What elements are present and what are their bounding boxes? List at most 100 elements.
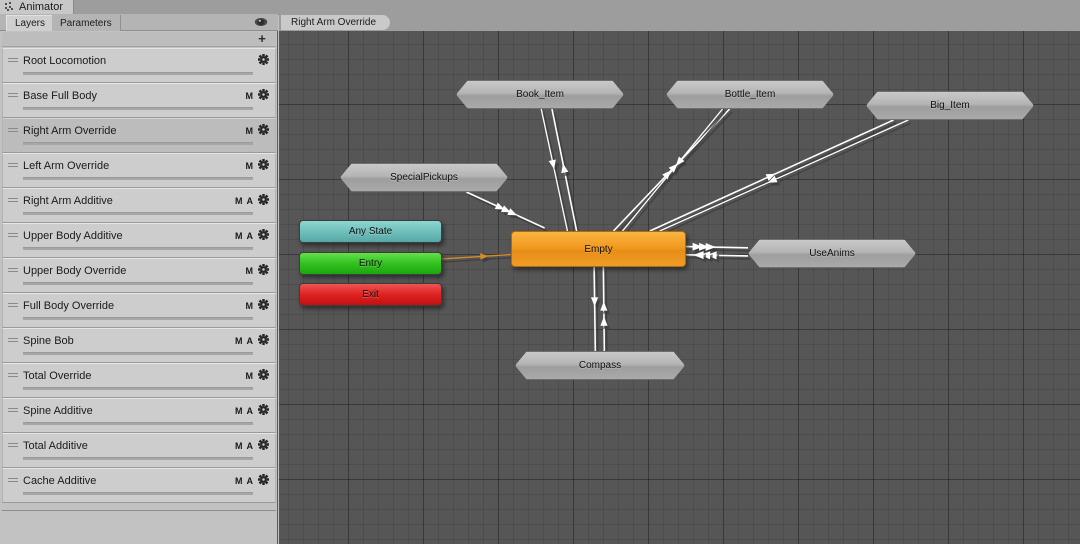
drag-handle-icon[interactable] bbox=[8, 268, 18, 275]
additive-badge[interactable]: A bbox=[246, 406, 254, 416]
additive-badge[interactable]: A bbox=[246, 441, 254, 451]
mask-badge[interactable]: M bbox=[235, 336, 243, 346]
state-node-useanims[interactable]: UseAnims bbox=[748, 239, 916, 268]
gear-icon[interactable] bbox=[258, 404, 269, 415]
transition-empty-to-book[interactable] bbox=[551, 108, 580, 235]
drag-handle-icon[interactable] bbox=[8, 163, 18, 170]
breadcrumb[interactable]: Right Arm Override bbox=[281, 15, 391, 30]
transition-entry-to-empty[interactable] bbox=[441, 253, 514, 263]
state-node-anystate[interactable]: Any State bbox=[299, 220, 442, 243]
tab-animator[interactable]: Animator bbox=[0, 0, 75, 14]
layer-weight-slider[interactable] bbox=[23, 317, 253, 320]
drag-handle-icon[interactable] bbox=[8, 373, 18, 380]
transition-book-to-empty[interactable] bbox=[540, 108, 571, 235]
gear-icon[interactable] bbox=[258, 474, 269, 485]
drag-handle-icon[interactable] bbox=[8, 128, 18, 135]
layer-weight-slider[interactable] bbox=[23, 422, 253, 425]
state-node-special[interactable]: SpecialPickups bbox=[340, 163, 508, 192]
tab-parameters[interactable]: Parameters bbox=[52, 15, 121, 31]
mask-badge[interactable]: M bbox=[245, 266, 254, 276]
layer-weight-slider[interactable] bbox=[23, 352, 253, 355]
transition-bottle-to-empty[interactable] bbox=[622, 108, 726, 235]
drag-handle-icon[interactable] bbox=[8, 58, 18, 65]
layer-weight-slider[interactable] bbox=[23, 72, 253, 75]
gear-icon[interactable] bbox=[258, 439, 269, 450]
state-node-empty[interactable]: Empty bbox=[511, 231, 686, 267]
drag-handle-icon[interactable] bbox=[8, 198, 18, 205]
layer-weight-slider[interactable] bbox=[23, 282, 253, 285]
gear-icon[interactable] bbox=[258, 229, 269, 240]
transition-big-to-empty[interactable] bbox=[659, 119, 912, 235]
mask-badge[interactable]: M bbox=[235, 476, 243, 486]
drag-handle-icon[interactable] bbox=[8, 338, 18, 345]
gear-icon[interactable] bbox=[258, 299, 269, 310]
layer-weight-slider[interactable] bbox=[23, 212, 253, 215]
mask-badge[interactable]: M bbox=[235, 406, 243, 416]
gear-icon[interactable] bbox=[258, 264, 269, 275]
drag-handle-icon[interactable] bbox=[8, 93, 18, 100]
drag-handle-icon[interactable] bbox=[8, 408, 18, 415]
gear-icon[interactable] bbox=[258, 194, 269, 205]
mask-badge[interactable]: M bbox=[235, 441, 243, 451]
add-layer-button[interactable]: + bbox=[258, 31, 266, 46]
gear-icon[interactable] bbox=[258, 54, 269, 65]
layer-weight-slider[interactable] bbox=[23, 177, 253, 180]
state-node-compass[interactable]: Compass bbox=[515, 351, 685, 380]
state-node-book[interactable]: Book_Item bbox=[456, 80, 624, 109]
transition-empty-to-big[interactable] bbox=[649, 119, 897, 235]
gear-icon[interactable] bbox=[258, 334, 269, 345]
transition-empty-to-bottle[interactable] bbox=[612, 108, 733, 235]
drag-handle-icon[interactable] bbox=[8, 443, 18, 450]
mask-badge[interactable]: M bbox=[245, 161, 254, 171]
gear-icon[interactable] bbox=[258, 369, 269, 380]
state-node-exit[interactable]: Exit bbox=[299, 283, 442, 306]
drag-handle-icon[interactable] bbox=[8, 478, 18, 485]
transition-useanims-to-empty[interactable] bbox=[685, 251, 751, 263]
layer-weight-slider[interactable] bbox=[23, 142, 253, 145]
mask-badge[interactable]: M bbox=[245, 91, 254, 101]
additive-badge[interactable]: A bbox=[246, 196, 254, 206]
additive-badge[interactable]: A bbox=[246, 231, 254, 241]
mask-badge[interactable]: M bbox=[245, 301, 254, 311]
layer-weight-slider[interactable] bbox=[23, 107, 253, 110]
state-node-bottle[interactable]: Bottle_Item bbox=[666, 80, 834, 109]
gear-icon[interactable] bbox=[258, 159, 269, 170]
tab-layers[interactable]: Layers bbox=[6, 15, 55, 31]
additive-badge[interactable]: A bbox=[246, 476, 254, 486]
eye-icon[interactable] bbox=[254, 17, 268, 27]
mask-badge[interactable]: M bbox=[235, 196, 243, 206]
layer-weight-slider[interactable] bbox=[23, 387, 253, 390]
transition-empty-to-useanims[interactable] bbox=[685, 242, 751, 254]
layer-weight-slider[interactable] bbox=[23, 247, 253, 250]
layer-weight-slider[interactable] bbox=[23, 492, 253, 495]
mask-badge[interactable]: M bbox=[235, 231, 243, 241]
gear-icon[interactable] bbox=[258, 124, 269, 135]
gear-icon[interactable] bbox=[258, 89, 269, 100]
additive-badge[interactable]: A bbox=[246, 336, 254, 346]
layer-row[interactable]: Root Locomotion bbox=[2, 48, 276, 83]
state-node-entry[interactable]: Entry bbox=[299, 252, 442, 275]
transition-special-to-empty[interactable] bbox=[466, 191, 548, 232]
transition-empty-to-compass[interactable] bbox=[590, 266, 601, 355]
state-node-big[interactable]: Big_Item bbox=[866, 91, 1034, 120]
layer-weight-slider[interactable] bbox=[23, 457, 253, 460]
drag-handle-icon[interactable] bbox=[8, 303, 18, 310]
mask-badge[interactable]: M bbox=[245, 371, 254, 381]
transition-compass-to-empty[interactable] bbox=[600, 266, 611, 355]
mask-badge[interactable]: M bbox=[245, 126, 254, 136]
